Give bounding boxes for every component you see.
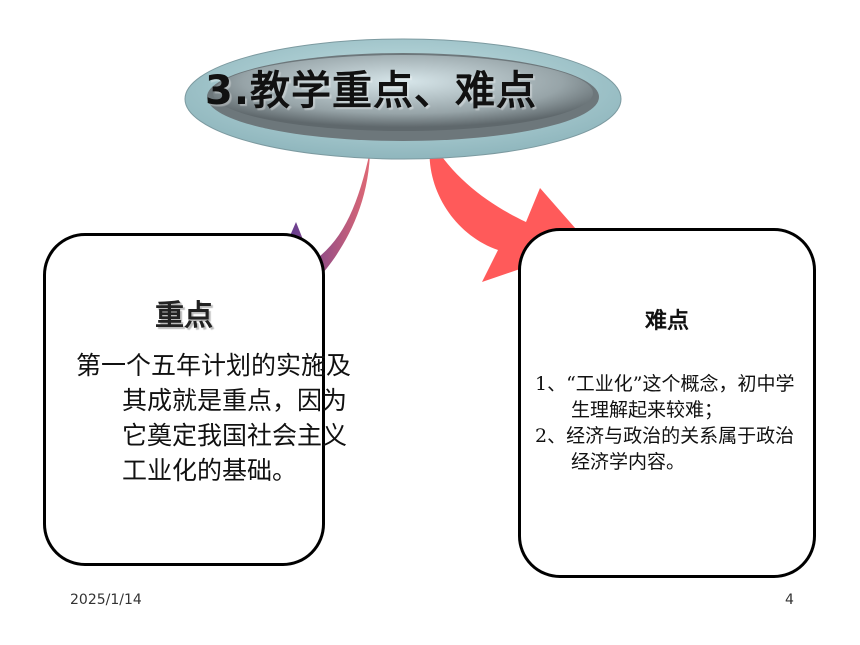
footer-date: 2025/1/14 [70,592,142,608]
key-point-text: 第一个五年计划的实施及其成就是重点，因为它奠定我国社会主义工业化的基础。 [76,351,352,485]
list-item: 1、“工业化”这个概念，初中学生理解起来较难； [535,373,795,421]
difficulty-heading: 难点 [644,308,689,334]
slide-title: 3.教学重点、难点 [205,68,538,114]
difficulty-box: 难点 1、“工业化”这个概念，初中学生理解起来较难； 2、经济与政治的关系属于政… [518,228,816,578]
key-point-box: 重点 第一个五年计划的实施及其成就是重点，因为它奠定我国社会主义工业化的基础。 [43,233,351,566]
list-item: 2、经济与政治的关系属于政治经济学内容。 [535,425,795,473]
page-number: 4 [785,592,794,608]
key-point-heading: 重点 [154,298,213,332]
title-oval [184,38,622,160]
difficulty-list: 1、“工业化”这个概念，初中学生理解起来较难； 2、经济与政治的关系属于政治经济… [535,371,805,475]
